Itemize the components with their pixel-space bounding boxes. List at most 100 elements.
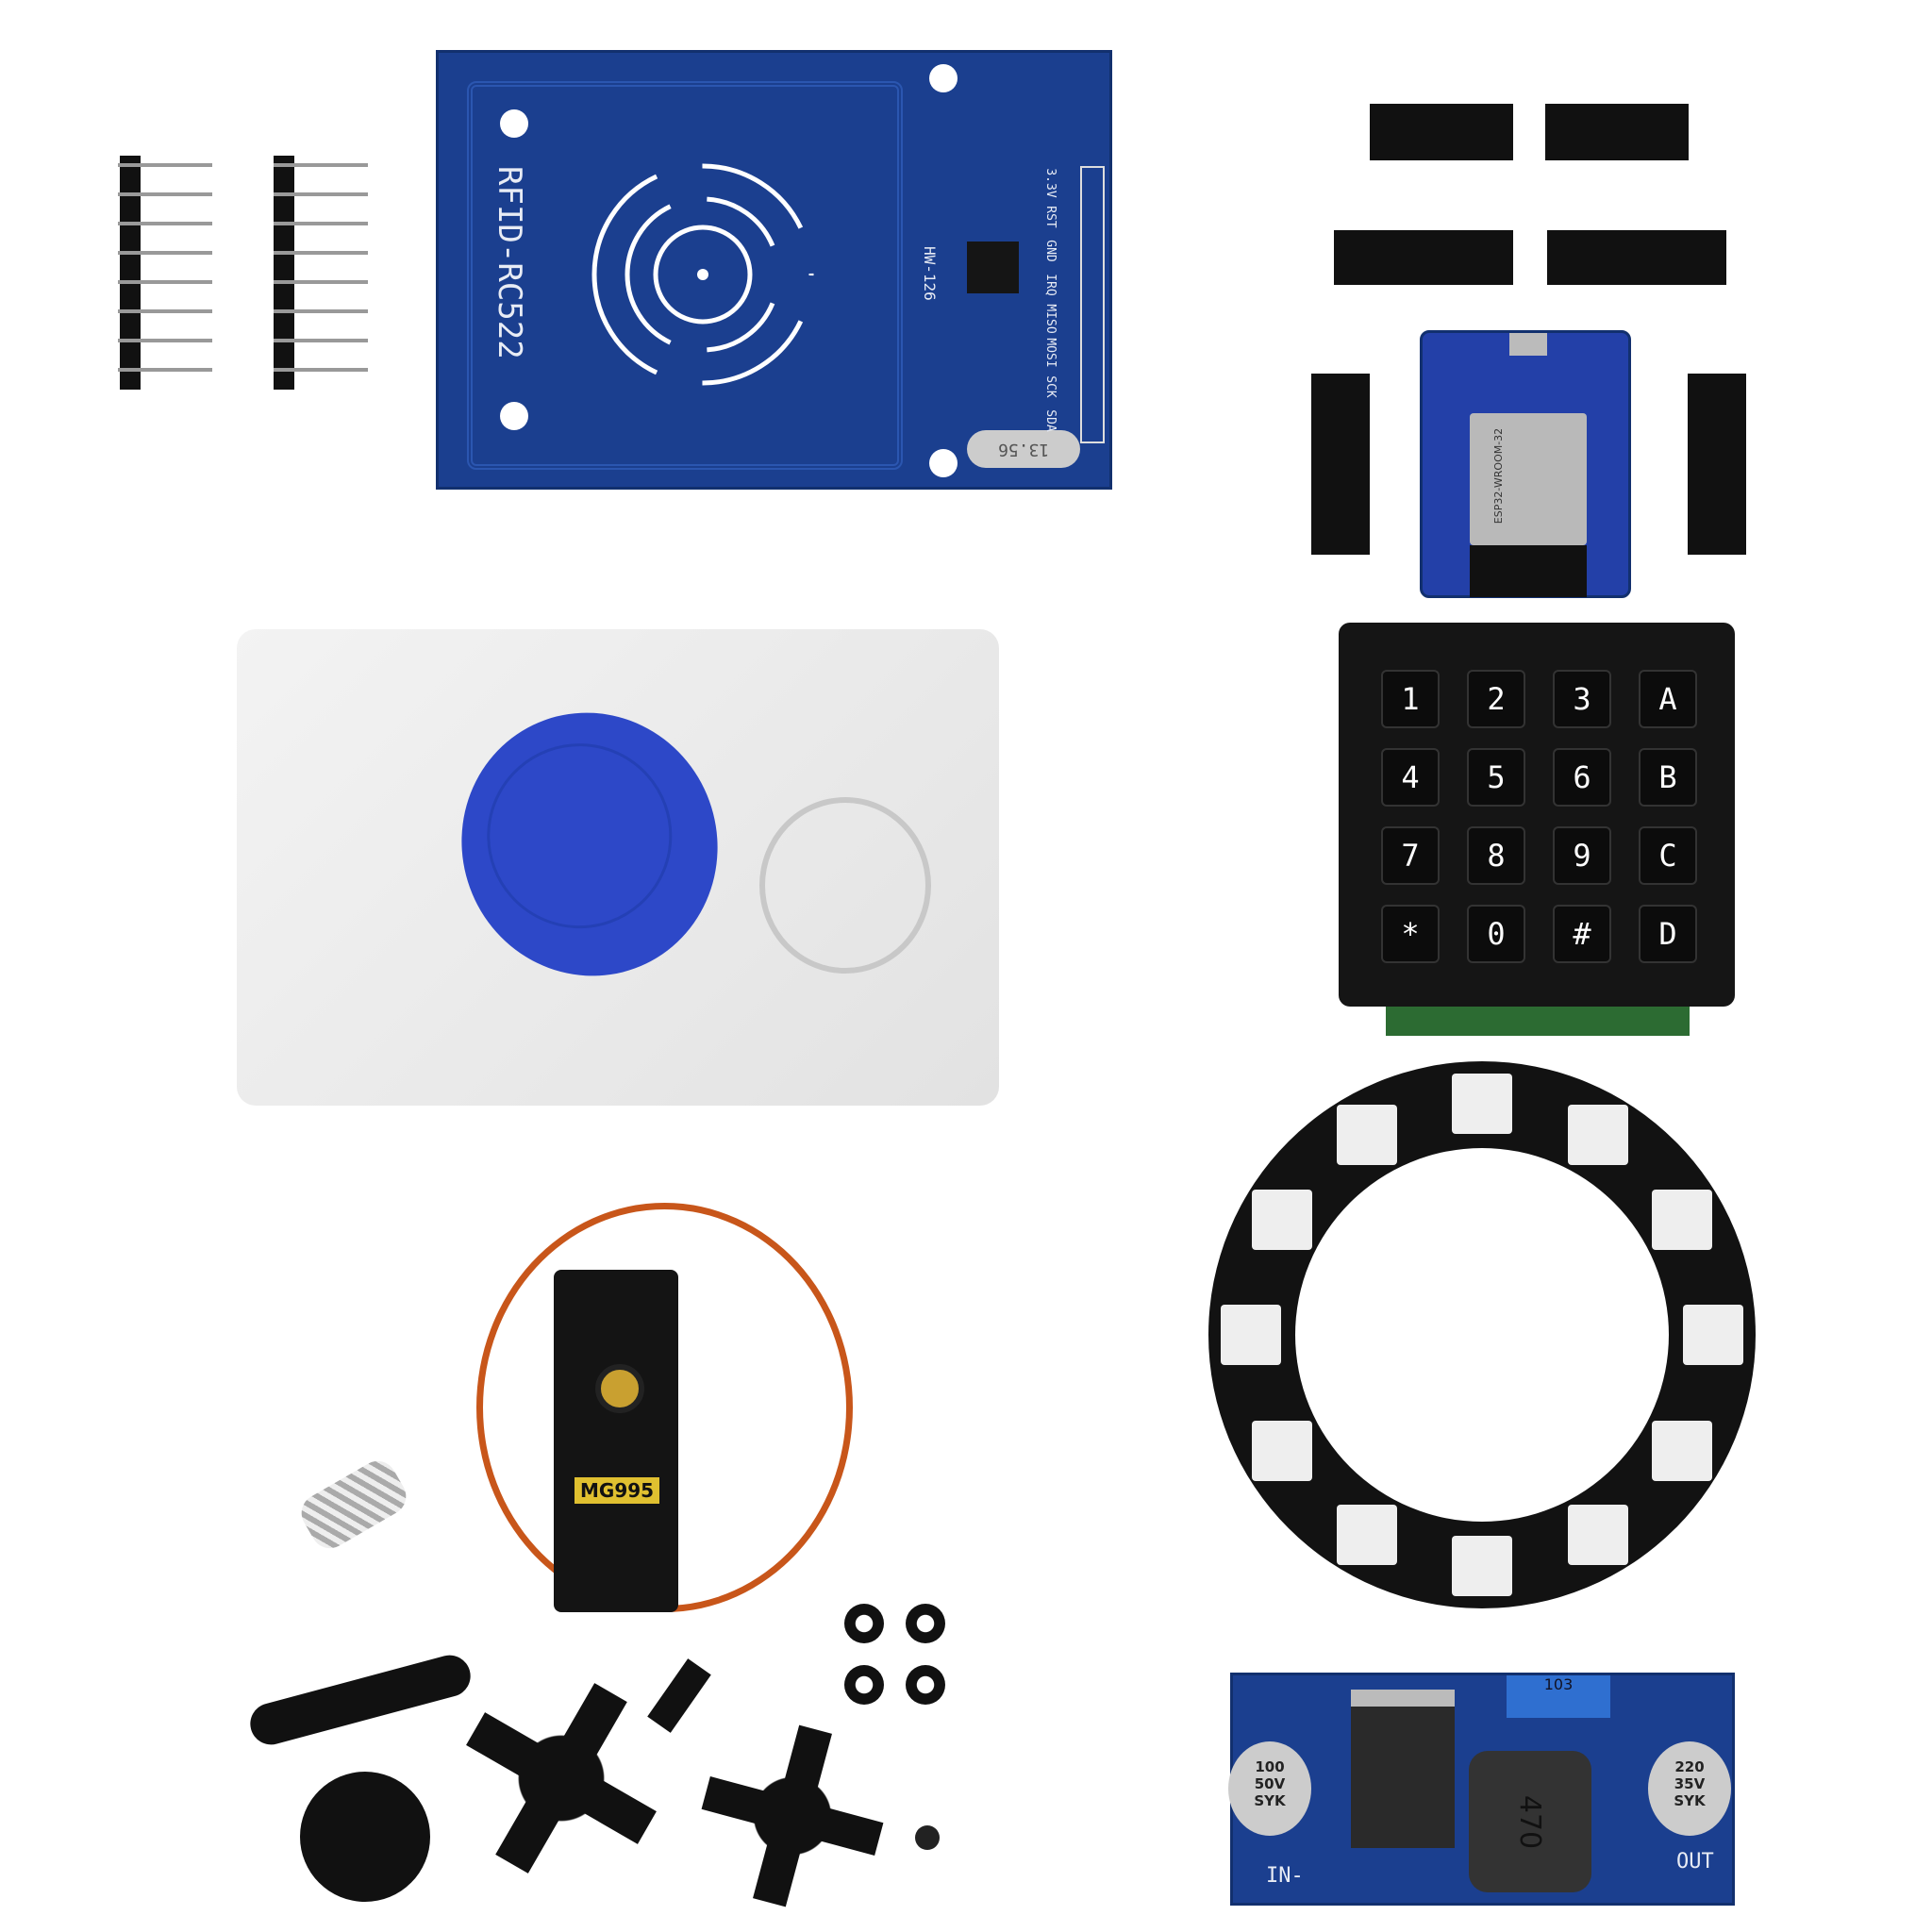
esp32-shield: ESP32-WROOM-32	[1470, 413, 1587, 545]
header-pin	[274, 339, 368, 342]
servo-shaft	[595, 1364, 644, 1413]
servo-horn-disc	[300, 1772, 430, 1902]
male-header	[1334, 230, 1513, 285]
servo-horn-star	[682, 1706, 903, 1926]
inductor-label: 470	[1513, 1794, 1547, 1849]
female-header	[1370, 104, 1513, 160]
keypad-key[interactable]: 4	[1381, 748, 1440, 807]
screws	[294, 1454, 413, 1556]
led	[1452, 1074, 1512, 1134]
output-capacitor: 220 35V SYK	[1648, 1741, 1731, 1836]
header-pin	[118, 368, 212, 372]
rubber-grommet	[906, 1665, 945, 1705]
header-pin	[274, 192, 368, 196]
cap-in-voltage: 50V	[1254, 1775, 1286, 1792]
led	[1567, 1505, 1628, 1566]
side-header	[1688, 374, 1746, 555]
rfid-pin-labels: SDA SCK MOSI MISO IRQ GND RST 3.3V	[1022, 166, 1078, 440]
led	[1221, 1305, 1281, 1365]
rfid-chip	[967, 242, 1019, 293]
rfid-module: RFID-RC522 HW-126 13.56 SDA SCK MOSI MIS…	[436, 50, 1112, 490]
keypad-key[interactable]: 8	[1467, 826, 1525, 885]
keypad-key[interactable]: 7	[1381, 826, 1440, 885]
keypad-key[interactable]: B	[1639, 748, 1697, 807]
header-body	[120, 156, 141, 390]
keypad-key[interactable]: D	[1639, 905, 1697, 963]
male-header	[1547, 230, 1726, 285]
keypad-key[interactable]: 6	[1553, 748, 1611, 807]
cap-in-brand: SYK	[1254, 1792, 1286, 1809]
cap-out-value: 220	[1674, 1758, 1705, 1775]
led	[1336, 1104, 1397, 1165]
led	[1251, 1420, 1312, 1481]
header-pin	[118, 251, 212, 255]
header-pin	[118, 222, 212, 225]
mount-hole	[929, 64, 958, 92]
input-capacitor: 100 50V SYK	[1228, 1741, 1311, 1836]
header-pin	[274, 251, 368, 255]
led	[1683, 1305, 1743, 1365]
header-pin	[118, 339, 212, 342]
rubber-grommet	[844, 1604, 884, 1643]
keypad-key[interactable]: 2	[1467, 670, 1525, 728]
header-pin	[118, 309, 212, 313]
side-header	[1311, 374, 1370, 555]
keypad-key[interactable]: 0	[1467, 905, 1525, 963]
in-label: IN-	[1266, 1864, 1304, 1888]
keypad-key[interactable]: 3	[1553, 670, 1611, 728]
cap-out-voltage: 35V	[1674, 1775, 1706, 1792]
rfid-wave-icon	[591, 163, 814, 386]
mount-hole	[500, 109, 528, 138]
rubber-grommet	[906, 1604, 945, 1643]
keypad-key[interactable]: 9	[1553, 826, 1611, 885]
keypad-key[interactable]: 5	[1467, 748, 1525, 807]
potentiometer: 103	[1507, 1675, 1610, 1718]
female-header	[1545, 104, 1689, 160]
header-pin	[274, 309, 368, 313]
keypad-key[interactable]: 1	[1381, 670, 1440, 728]
keypad-key[interactable]: C	[1639, 826, 1697, 885]
out-label: OUT	[1676, 1850, 1714, 1874]
led-ring	[1208, 1061, 1756, 1608]
header-pin	[118, 163, 212, 167]
servo-motor: MG995	[554, 1270, 678, 1612]
keypad-connector	[1386, 1007, 1690, 1036]
antenna	[1470, 545, 1587, 597]
key-ring	[759, 797, 931, 974]
rubber-grommet	[844, 1665, 884, 1705]
keypad-key[interactable]: *	[1381, 905, 1440, 963]
header-body	[274, 156, 294, 390]
antenna-coil	[467, 81, 903, 470]
rfid-title: RFID-RC522	[491, 166, 528, 359]
esp32-label: ESP32-WROOM-32	[1492, 427, 1506, 525]
header-pin	[274, 280, 368, 284]
inductor: 470	[1469, 1751, 1591, 1892]
crystal-label: 13.56	[997, 439, 1050, 459]
header-pin	[118, 192, 212, 196]
ring-center	[1295, 1148, 1669, 1522]
stepdown-module: 103 470 100 50V SYK 220 35V SYK IN- OUT	[1228, 1673, 1735, 1906]
header-pin	[274, 163, 368, 167]
servo-label: MG995	[575, 1477, 660, 1504]
mount-hole	[500, 402, 528, 430]
mount-hole	[929, 449, 958, 477]
esp32-mini-board: ESP32-WROOM-32	[1420, 330, 1631, 598]
usb-port	[1509, 333, 1547, 356]
keypad-key[interactable]: #	[1553, 905, 1611, 963]
regulator-ic	[1351, 1690, 1455, 1848]
rubber-grommet	[915, 1825, 940, 1850]
led	[1336, 1505, 1397, 1566]
pot-label: 103	[1543, 1675, 1574, 1693]
pin-header-set	[118, 156, 373, 391]
header-pin	[274, 368, 368, 372]
cap-in-value: 100	[1255, 1758, 1285, 1775]
pin-label-3v3: 3.3V	[1043, 168, 1058, 198]
keypad-key[interactable]: A	[1639, 670, 1697, 728]
led	[1452, 1536, 1512, 1596]
header-pin	[274, 222, 368, 225]
servo-horn-arm	[245, 1650, 475, 1750]
rfid-pin-row	[1080, 166, 1105, 443]
rfid-model: HW-126	[921, 246, 939, 301]
led	[1652, 1420, 1713, 1481]
